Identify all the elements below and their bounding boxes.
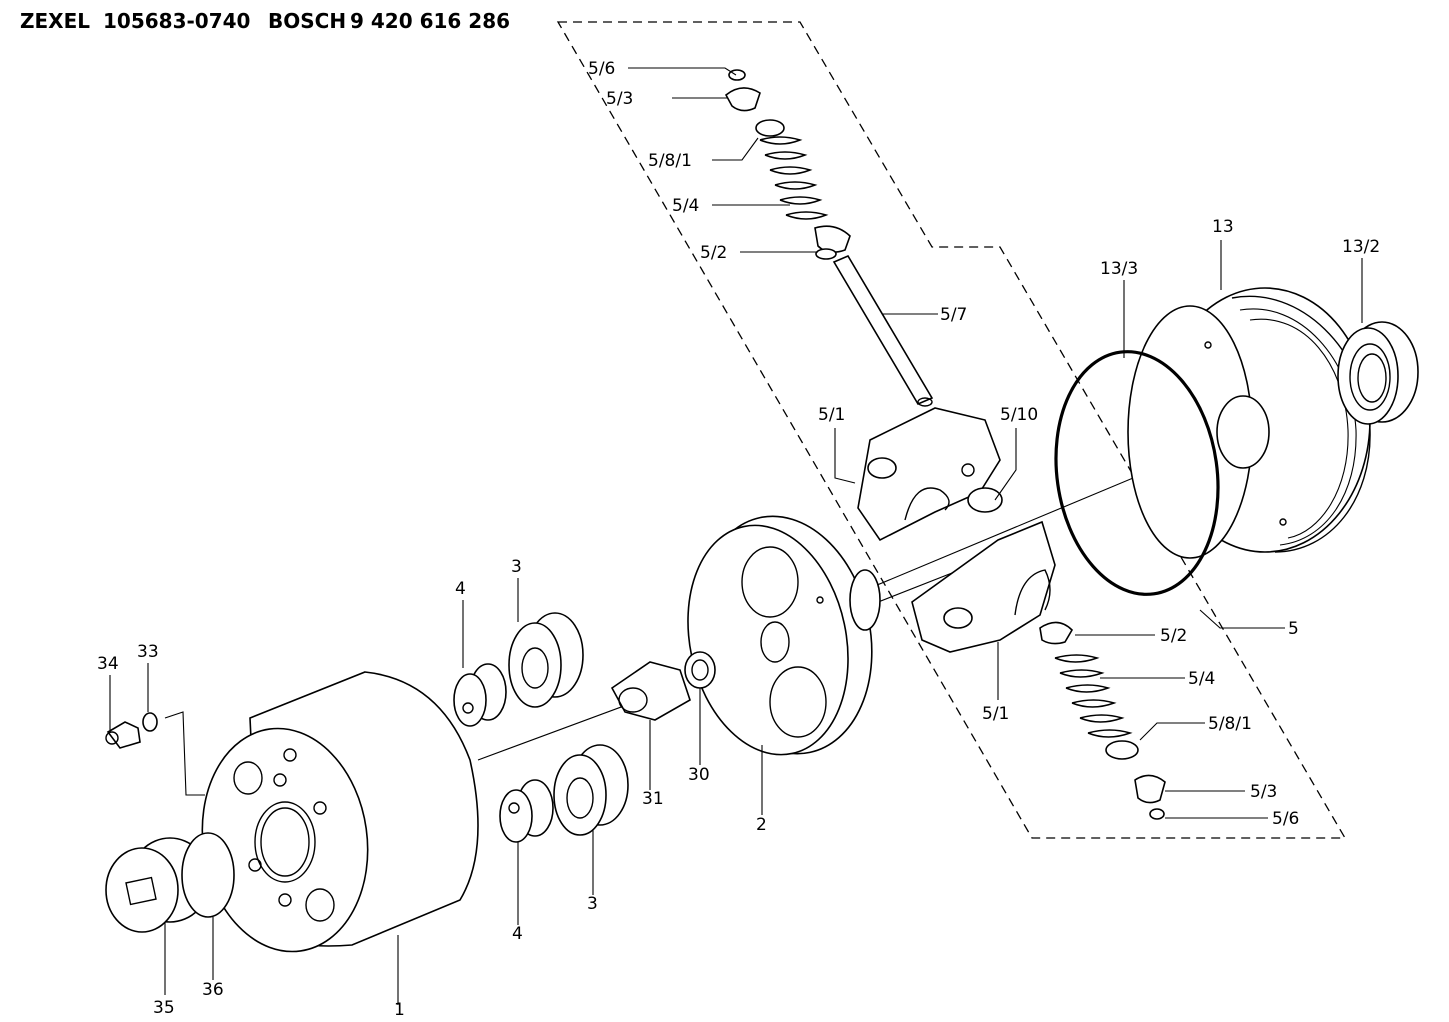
callout-4-bottom: 4	[512, 924, 523, 944]
pump-element-lower-part-5-1	[911, 520, 1056, 653]
roller-part-4-lower	[499, 779, 554, 843]
header-brand: BOSCH	[268, 9, 346, 33]
bearing-part-13-2	[1337, 321, 1419, 425]
callout-4-top: 4	[455, 579, 466, 599]
callout-5-4-top: 5/4	[672, 196, 699, 216]
disc-part-2	[687, 515, 881, 756]
valve-stack-top	[724, 69, 934, 407]
piston-part-3-upper	[508, 612, 584, 708]
cover-part-13	[1127, 287, 1371, 559]
callout-13-3: 13/3	[1100, 259, 1138, 279]
seal-ring-part-36	[181, 832, 235, 918]
header-brand-number: 9 420 616 286	[350, 9, 510, 33]
callout-5-1-bottom: 5/1	[982, 704, 1009, 724]
housing-part-1	[201, 671, 479, 953]
roller-part-4-upper	[453, 663, 507, 727]
callout-34: 34	[97, 654, 119, 674]
header-part-number: 105683-0740	[103, 9, 250, 33]
seal-part-5-10	[967, 487, 1003, 513]
callout-13: 13	[1212, 217, 1234, 237]
callout-5-3-top: 5/3	[606, 89, 633, 109]
callout-30: 30	[688, 765, 710, 785]
callout-35: 35	[153, 998, 175, 1018]
pump-element-upper-part-5-1	[857, 407, 1001, 542]
callout-33: 33	[137, 642, 159, 662]
callout-3-top: 3	[511, 557, 522, 577]
callout-2: 2	[756, 815, 767, 835]
washer-part-33	[142, 712, 158, 732]
callout-36: 36	[202, 980, 224, 1000]
callout-5-7: 5/7	[940, 305, 967, 325]
washer-part-30	[684, 651, 716, 689]
callout-5-2-bottom: 5/2	[1160, 626, 1187, 646]
callout-31: 31	[642, 789, 664, 809]
callout-5-4-bottom: 5/4	[1188, 669, 1215, 689]
assembly-5-boundary	[556, 21, 1347, 839]
callout-5-2-top: 5/2	[700, 243, 727, 263]
callout-5: 5	[1288, 619, 1299, 639]
piston-part-3-lower	[553, 744, 629, 836]
callout-5-6-top: 5/6	[588, 59, 615, 79]
callout-5-8-1-bottom: 5/8/1	[1208, 714, 1252, 734]
callout-13-2: 13/2	[1342, 237, 1380, 257]
callout-5-6-bottom: 5/6	[1272, 809, 1299, 829]
leader-33-housing	[164, 711, 205, 796]
o-ring-part-13-3	[1054, 350, 1220, 596]
callout-1: 1	[394, 1000, 405, 1020]
callout-3-bottom: 3	[587, 894, 598, 914]
callout-5-10: 5/10	[1000, 405, 1038, 425]
callout-5-1-top: 5/1	[818, 405, 845, 425]
screw-part-34	[105, 721, 141, 749]
valve-stack-bottom	[1039, 621, 1166, 820]
callout-5-8-1-top: 5/8/1	[648, 151, 692, 171]
nut-part-31	[610, 661, 691, 721]
header-make: ZEXEL	[20, 9, 90, 33]
leader-lines	[109, 67, 1363, 1005]
callout-5-3-bottom: 5/3	[1250, 782, 1277, 802]
